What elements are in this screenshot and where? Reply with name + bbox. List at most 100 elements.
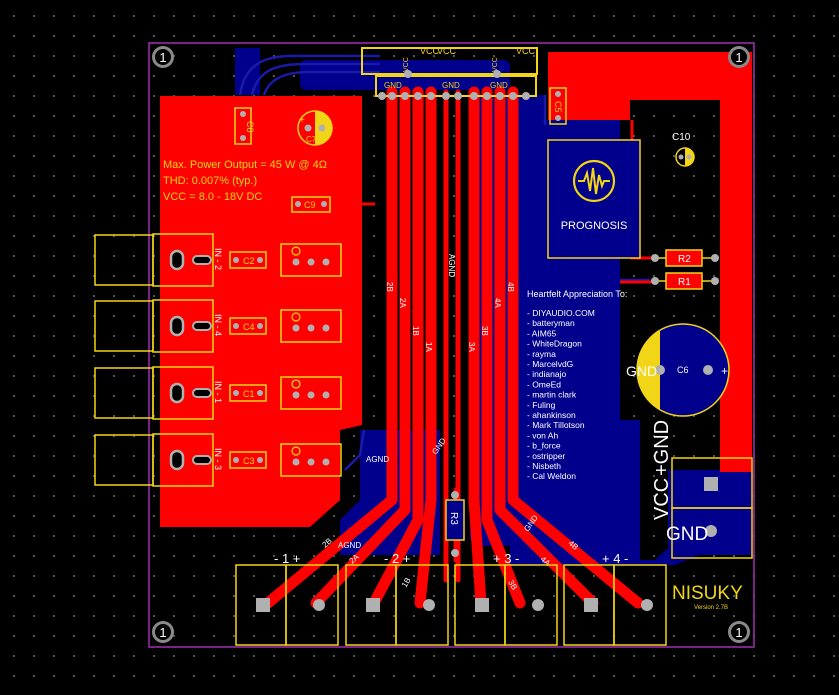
trace-label-1b: 1B [411, 326, 420, 336]
header-vcc-right: VCC [516, 46, 536, 56]
c8-label: C8 [245, 121, 255, 133]
spec-power: Max. Power Output = 45 W @ 4Ω [163, 159, 327, 171]
input-cap-label: C3 [243, 456, 255, 466]
right-copper-strip [720, 52, 752, 472]
trace-label-agnd-center: AGND [447, 254, 456, 277]
c6-gnd-text: GND [626, 363, 657, 379]
output-terminal-label: - 2 + [384, 551, 410, 566]
appreciation-name: - WhiteDragon [527, 339, 582, 349]
c9-label: C9 [304, 200, 316, 210]
appreciation-name: - b_force [527, 441, 561, 451]
logo-text: PROGNOSIS [561, 220, 628, 232]
c6-label: C6 [677, 365, 689, 375]
input-cap-label: C2 [243, 256, 255, 266]
spec-vcc: VCC = 8.0 - 18V DC [163, 191, 262, 203]
input-cap-label: C4 [243, 322, 255, 332]
appreciation-name: - martin clark [527, 390, 577, 400]
bottom-traces [238, 54, 650, 471]
power-vcc-label: VCC [651, 478, 673, 520]
header-gnd-center: GND [442, 81, 460, 90]
appreciation-name: - MarcelvdG [527, 359, 573, 369]
svg-text:1: 1 [159, 625, 166, 640]
appreciation-title: Heartfelt Appreciation To: [527, 289, 627, 299]
r2-label: R2 [678, 254, 691, 265]
appreciation-name: - Cal Weldon [527, 471, 576, 481]
svg-text:1: 1 [735, 625, 742, 640]
header-vcc-left: VCC [420, 46, 440, 56]
trace-label-3b-bottom: 3B [506, 579, 519, 592]
power-terminal: VCC +GND GND [651, 420, 753, 559]
input-jack-label: IN - 1 [213, 381, 223, 403]
header-vcc-vertical-left: VCC [403, 57, 410, 72]
resistor-r1: R1 [651, 272, 719, 290]
mount-holes: 1 1 1 1 [152, 46, 750, 643]
header-gnd-right: GND [490, 81, 508, 90]
mount-hole-bottom-left: 1 [152, 621, 174, 643]
output-terminal-3: + 3 - [454, 551, 558, 646]
input-jack-label: IN - 3 [213, 448, 223, 470]
appreciation-block: Heartfelt Appreciation To: - DIYAUDIO.CO… [527, 289, 627, 481]
output-traces [262, 86, 644, 609]
input-cap-label: C1 [243, 389, 255, 399]
trace-label-agnd-left: AGND [366, 455, 389, 464]
header-vcc-vertical-right: VCC [492, 57, 499, 72]
trace-label-4b: 4B [506, 282, 515, 292]
brand-name: NISUKY [672, 583, 743, 604]
output-terminal-4: + 4 - [563, 551, 667, 646]
c7-label: C7 [306, 135, 317, 144]
input-jack-label: IN - 2 [213, 248, 223, 270]
trace-label-1a: 1A [424, 342, 433, 352]
trace-label-2b: 2B [385, 282, 394, 292]
appreciation-name: - ahankinson [527, 410, 576, 420]
appreciation-name: - rayma [527, 349, 556, 359]
resistor-r2: R2 [651, 249, 719, 267]
output-terminal-1: - 1 + [235, 551, 339, 646]
appreciation-names: - DIYAUDIO.COM- batteryman- AIM65- White… [527, 308, 595, 481]
power-copper [548, 55, 720, 80]
mount-hole-top-right: 1 [728, 46, 750, 68]
c6-plus: + [721, 364, 728, 378]
power-gnd-label: GND [666, 524, 708, 545]
capacitor-c7: + C7 [297, 110, 333, 146]
input-jack-4: IN - 3 C3 [94, 433, 342, 487]
header-vcc-center: VCC [437, 46, 457, 56]
appreciation-name: - indianajo [527, 369, 566, 379]
appreciation-name: - AIM65 [527, 328, 557, 338]
resistor-r3: R3 [445, 491, 465, 557]
output-terminals: - 1 + - 2 + + 3 - + 4 - [235, 551, 667, 646]
trace-label-3b: 3B [480, 326, 489, 336]
svg-text:1: 1 [159, 50, 166, 65]
appreciation-name: - OmeEd [527, 379, 561, 389]
c7-plus: + [299, 115, 305, 126]
output-terminal-label: + 3 - [493, 551, 519, 566]
board-outline [148, 42, 755, 648]
c5-label: C5 [553, 101, 563, 113]
r1-label: R1 [678, 277, 691, 288]
spec-thd: THD: 0.007% (typ.) [163, 175, 257, 187]
capacitor-c5: C5 [549, 87, 567, 125]
trace-label-2a: 2A [398, 298, 407, 308]
appreciation-name: - ostripper [527, 451, 565, 461]
r3-label: R3 [448, 512, 459, 525]
input-jack-label: IN - 4 [213, 314, 223, 336]
capacitor-c8: C8 [234, 107, 255, 145]
input-jack-3: IN - 1 C1 [94, 366, 342, 420]
mount-hole-top-left: 1 [152, 46, 174, 68]
output-terminal-label: - 1 + [274, 551, 300, 566]
appreciation-name: - Fuling [527, 400, 556, 410]
version-text: Version 2.7B [694, 605, 728, 611]
header-gnd-left: GND [384, 81, 402, 90]
specs-text: Max. Power Output = 45 W @ 4Ω THD: 0.007… [163, 159, 327, 203]
appreciation-name: - von Ah [527, 430, 558, 440]
power-plus-gnd-label: +GND [651, 420, 673, 476]
trace-label-3a: 3A [467, 342, 476, 352]
capacitor-c6: GND + C6 [626, 323, 730, 417]
appreciation-name: - Mark Tillotson [527, 420, 585, 430]
trace-label-4a: 4A [493, 298, 502, 308]
c10-label: C10 [672, 132, 691, 143]
capacitor-c10: C10 [672, 132, 695, 167]
appreciation-name: - DIYAUDIO.COM [527, 308, 595, 318]
input-jack-2: IN - 4 C4 [94, 299, 342, 353]
input-jack-1: IN - 2 C2 [94, 233, 342, 287]
